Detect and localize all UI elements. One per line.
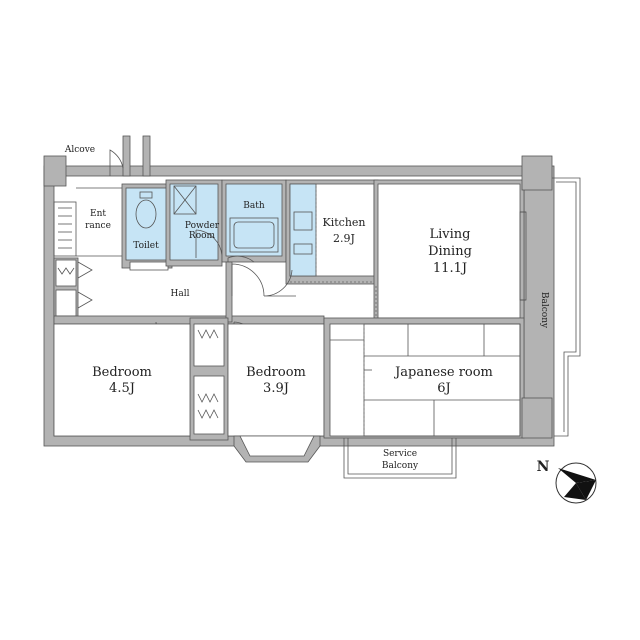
entrance-label-1: Ent: [90, 209, 106, 219]
corner-post-se: [521, 397, 553, 439]
powder-room-label-2: Room: [189, 231, 216, 241]
bedroom-1-label: Bedroom: [92, 365, 152, 380]
bedroom-1: [53, 323, 191, 437]
kitchen-room: [285, 179, 379, 285]
balcony-area: [552, 177, 581, 437]
hall-label: Hall: [171, 289, 190, 299]
bedroom-2-size: 3.9J: [263, 381, 289, 396]
compass: N: [537, 459, 597, 504]
balcony-label: Balcony: [539, 292, 549, 329]
japanese-room-label: Japanese room: [393, 365, 493, 380]
toilet-label: Toilet: [133, 241, 159, 251]
service-balcony-label-2: Balcony: [382, 461, 419, 471]
kitchen-size: 2.9J: [333, 232, 355, 245]
bedroom-closets: [177, 317, 241, 441]
bedroom-2: [227, 323, 325, 463]
service-balcony-label-1: Service: [383, 449, 417, 459]
alcove-label: Alcove: [64, 145, 95, 155]
living-dining-room: [373, 179, 527, 323]
compass-north-label: N: [537, 459, 550, 475]
corner-post-ne: [521, 155, 553, 191]
kitchen-label: Kitchen: [323, 216, 366, 229]
bedroom-1-size: 4.5J: [109, 381, 135, 396]
alcove-posts: [109, 135, 151, 177]
bath-room: [221, 179, 287, 284]
living-size: 11.1J: [433, 261, 467, 276]
living-label-1: Living: [430, 227, 471, 242]
japanese-room: [323, 317, 525, 439]
toilet-room: [121, 183, 173, 271]
powder-room-label-1: Powder: [185, 221, 220, 231]
bath-label: Bath: [243, 201, 265, 211]
service-balcony: [343, 438, 457, 479]
bedroom-2-label: Bedroom: [246, 365, 306, 380]
storage-closet: [53, 257, 93, 319]
living-label-2: Dining: [428, 244, 472, 259]
entrance-label-2: rance: [85, 221, 111, 231]
japanese-room-size: 6J: [437, 381, 450, 396]
entrance-corner: [43, 155, 67, 187]
entrance-area: [53, 187, 122, 257]
